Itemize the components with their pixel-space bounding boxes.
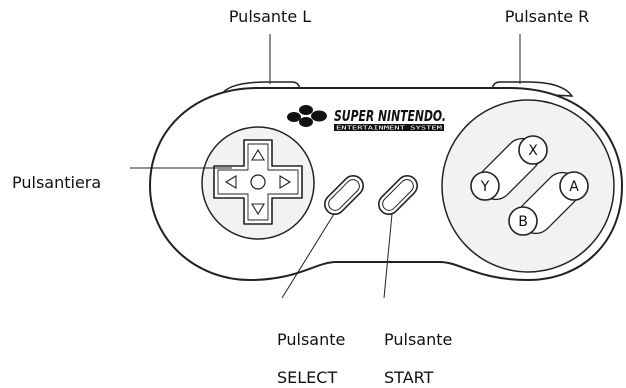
select-button [324,175,364,215]
y-button: Y [470,171,500,201]
label-dpad: Pulsantiera [12,173,101,192]
dpad-left-arrow-icon [224,175,237,189]
y-button-label: Y [480,179,490,195]
start-button [378,175,418,215]
leader-line-select [281,213,335,299]
b-button-label: B [518,214,528,230]
logo: SUPER NINTENDO. ENTERTAINMENT SYSTEM [287,105,446,132]
b-button: B [508,206,538,236]
x-button-label: X [528,143,538,159]
a-button-label: A [569,179,579,195]
logo-subtitle: ENTERTAINMENT SYSTEM [336,126,442,132]
label-l-button: Pulsante L [229,7,311,26]
dpad-up-arrow-icon [251,148,265,161]
label-select-line1: Pulsante [277,330,345,349]
label-start-line2: START [384,368,434,387]
logo-text: SUPER NINTENDO. [334,107,446,125]
dpad-down-arrow-icon [251,203,265,216]
label-select-line2: SELECT [277,368,337,387]
a-button: A [559,171,589,201]
face-button-well [441,99,615,273]
label-r-button: Pulsante R [505,7,590,26]
leader-line-start [383,213,393,299]
dpad-center [250,174,266,190]
label-start-line1: Pulsante [384,330,452,349]
dpad-right-arrow-icon [279,175,292,189]
logo-subtitle-bar [334,124,444,131]
logo-emblem-icon [287,105,327,127]
dpad-inner-outline [217,143,299,221]
x-button: X [518,135,548,165]
